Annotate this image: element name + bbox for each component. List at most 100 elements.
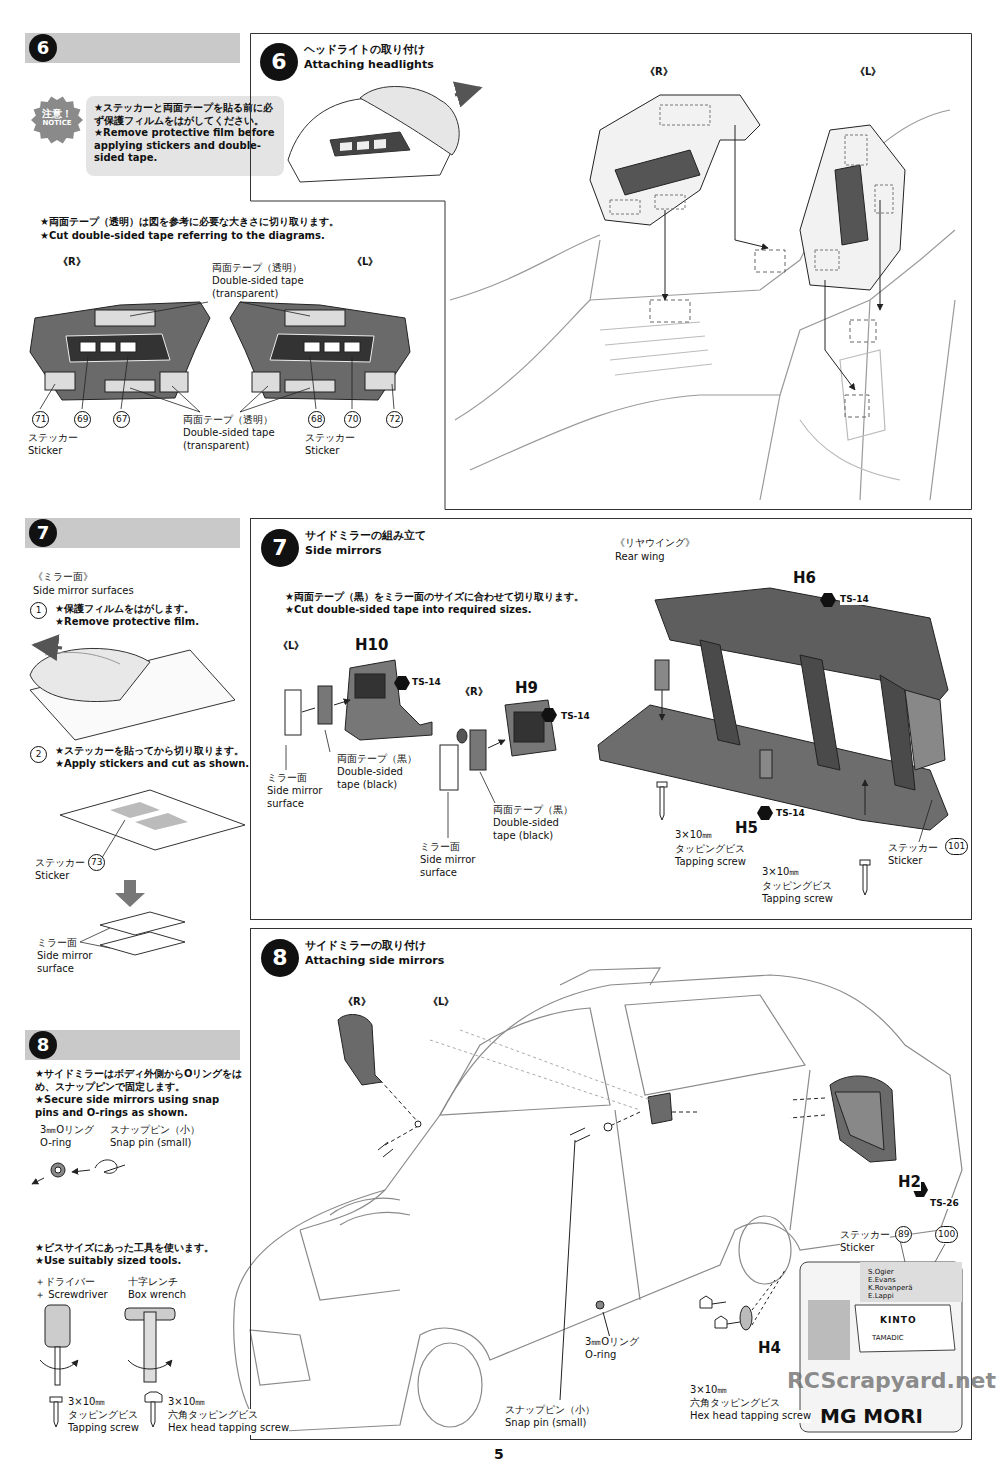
car-body-outline bbox=[450, 235, 600, 300]
part-label: 3×10㎜ bbox=[68, 1396, 105, 1409]
instruction-note: 《L》 bbox=[278, 640, 304, 653]
part-label: O-ring bbox=[40, 1137, 71, 1150]
tapping-screw bbox=[145, 1392, 162, 1402]
part-label: タッピングビス bbox=[675, 843, 745, 856]
rear-wing-parts bbox=[598, 588, 948, 895]
headlight-part-right bbox=[80, 342, 96, 352]
rear-wing-parts bbox=[655, 660, 669, 690]
headlight-part-right bbox=[30, 302, 210, 400]
side-mirror-right-parts bbox=[488, 740, 505, 748]
instruction-note: ★両面テープ（透明）は図を参考に必要な大きさに切り取ります。 bbox=[40, 216, 339, 229]
badge-text: NOTICE bbox=[31, 119, 83, 128]
instruction-note: ★サイドミラーはボディ外側からOリングをはめ、スナップピンで固定します。 bbox=[35, 1068, 245, 1093]
part-label: 両面テープ（透明） bbox=[212, 262, 302, 275]
box-wrench-tool bbox=[125, 1308, 175, 1382]
sticker-text: K.Rovanperä bbox=[868, 1284, 912, 1292]
side-mirror-left bbox=[604, 1123, 612, 1131]
headlight-part-left bbox=[230, 302, 410, 400]
callout-number: 72 bbox=[386, 411, 403, 428]
headlight-part-left bbox=[230, 302, 410, 400]
side-mirror-right-parts bbox=[514, 712, 544, 742]
part-label: スナップピン（小） bbox=[505, 1404, 595, 1417]
sticker-inset bbox=[855, 1305, 955, 1352]
part-label: 両面テープ（黒） bbox=[337, 753, 417, 766]
car-body-outline bbox=[600, 322, 712, 375]
part-label: Double-sided tape (black) bbox=[337, 766, 419, 791]
part-code: H9 bbox=[515, 680, 538, 697]
part-label: Double-sided tape (transparent) bbox=[183, 427, 278, 452]
tapping-screw bbox=[50, 1397, 62, 1402]
side-mirror-right-parts bbox=[448, 772, 495, 838]
o-ring-and-snap-pin bbox=[32, 1178, 44, 1184]
panel-outline bbox=[251, 34, 972, 510]
car-body-outline bbox=[330, 1198, 410, 1225]
headlight-part-right bbox=[660, 105, 710, 125]
sticker-sheet bbox=[110, 802, 160, 818]
step-title: ヘッドライトの取り付け bbox=[304, 42, 972, 57]
headlight-part-left bbox=[252, 372, 280, 392]
rear-wing-parts bbox=[662, 690, 663, 720]
step-number: 6 bbox=[260, 43, 298, 81]
part-code: H4 bbox=[758, 1340, 781, 1357]
rear-wing-parts bbox=[700, 640, 740, 745]
side-mirror-right bbox=[338, 1015, 421, 1157]
part-label: Snap pin (small) bbox=[505, 1417, 586, 1430]
part-label: 3×10㎜ bbox=[168, 1396, 205, 1409]
hex-head-screw-and-h4 bbox=[740, 1306, 752, 1330]
headlight-part-right bbox=[610, 200, 640, 214]
callout-number: 101 bbox=[945, 838, 968, 855]
box-wrench-tool bbox=[128, 1360, 172, 1369]
part-label: ステッカー bbox=[28, 432, 78, 445]
sticker-text: TAMADIC bbox=[872, 1334, 904, 1342]
car-body-outline bbox=[760, 300, 955, 500]
panel-outline bbox=[250, 33, 972, 510]
side-mirror-right-parts bbox=[440, 745, 458, 790]
part-label: Side mirror surfaces bbox=[33, 585, 134, 598]
headlight-part-right bbox=[45, 372, 75, 390]
sticker-inset bbox=[900, 1240, 945, 1262]
part-label: Snap pin (small) bbox=[110, 1137, 191, 1150]
rear-wing-parts bbox=[760, 750, 772, 778]
notice-badge: 注意！NOTICE bbox=[31, 96, 83, 144]
part-label: Hex head tapping screw bbox=[168, 1422, 289, 1435]
side-mirror-right-parts bbox=[457, 729, 467, 743]
callout-number: 71 bbox=[32, 411, 49, 428]
rear-wing-parts bbox=[865, 780, 866, 815]
leader-line bbox=[130, 302, 310, 316]
paint-code: TS-14 bbox=[776, 808, 805, 819]
headlight-part-left bbox=[344, 342, 360, 352]
car-body-outline bbox=[440, 1008, 610, 1115]
headlight-part-right bbox=[160, 372, 188, 392]
part-label: 3㎜Oリング bbox=[40, 1124, 94, 1137]
sticker-sheet bbox=[60, 790, 245, 861]
sticker-text: MG MORI bbox=[820, 1405, 923, 1427]
side-mirror-left bbox=[430, 1030, 700, 1142]
part-label: Side mirror surface bbox=[420, 854, 482, 879]
part-label: Rear wing bbox=[615, 551, 665, 564]
screwdriver-tool bbox=[45, 1305, 70, 1347]
step-number: 7 bbox=[29, 519, 57, 547]
watermark: RCScrapyard.net bbox=[787, 1368, 996, 1394]
part-label: ミラー面 bbox=[420, 841, 460, 854]
callout-number: 70 bbox=[344, 411, 361, 428]
side-mirror-right-parts bbox=[470, 730, 486, 770]
side-mirror-left bbox=[672, 1112, 700, 1113]
instruction-note: 《L》 bbox=[428, 996, 454, 1009]
sticker-text: KINTO bbox=[880, 1314, 917, 1327]
leader-line bbox=[310, 356, 394, 409]
part-label: Tapping screw bbox=[68, 1422, 139, 1435]
car-body-outline bbox=[234, 975, 962, 1432]
badge-outline bbox=[31, 97, 83, 144]
part-label: スナップピン（小） bbox=[110, 1124, 200, 1137]
headlight-part-right bbox=[610, 105, 710, 214]
tapping-screw bbox=[660, 787, 664, 820]
part-label: Double-sided tape (black) bbox=[493, 817, 575, 842]
part-label: 両面テープ（黒） bbox=[493, 804, 573, 817]
o-ring-and-snap-pin bbox=[95, 1160, 125, 1173]
side-mirror-right-parts bbox=[505, 700, 556, 756]
step-number: 8 bbox=[261, 939, 299, 977]
callout-number: 73 bbox=[88, 854, 105, 871]
down-arrow bbox=[115, 880, 145, 907]
headlight-part-right bbox=[30, 302, 210, 400]
